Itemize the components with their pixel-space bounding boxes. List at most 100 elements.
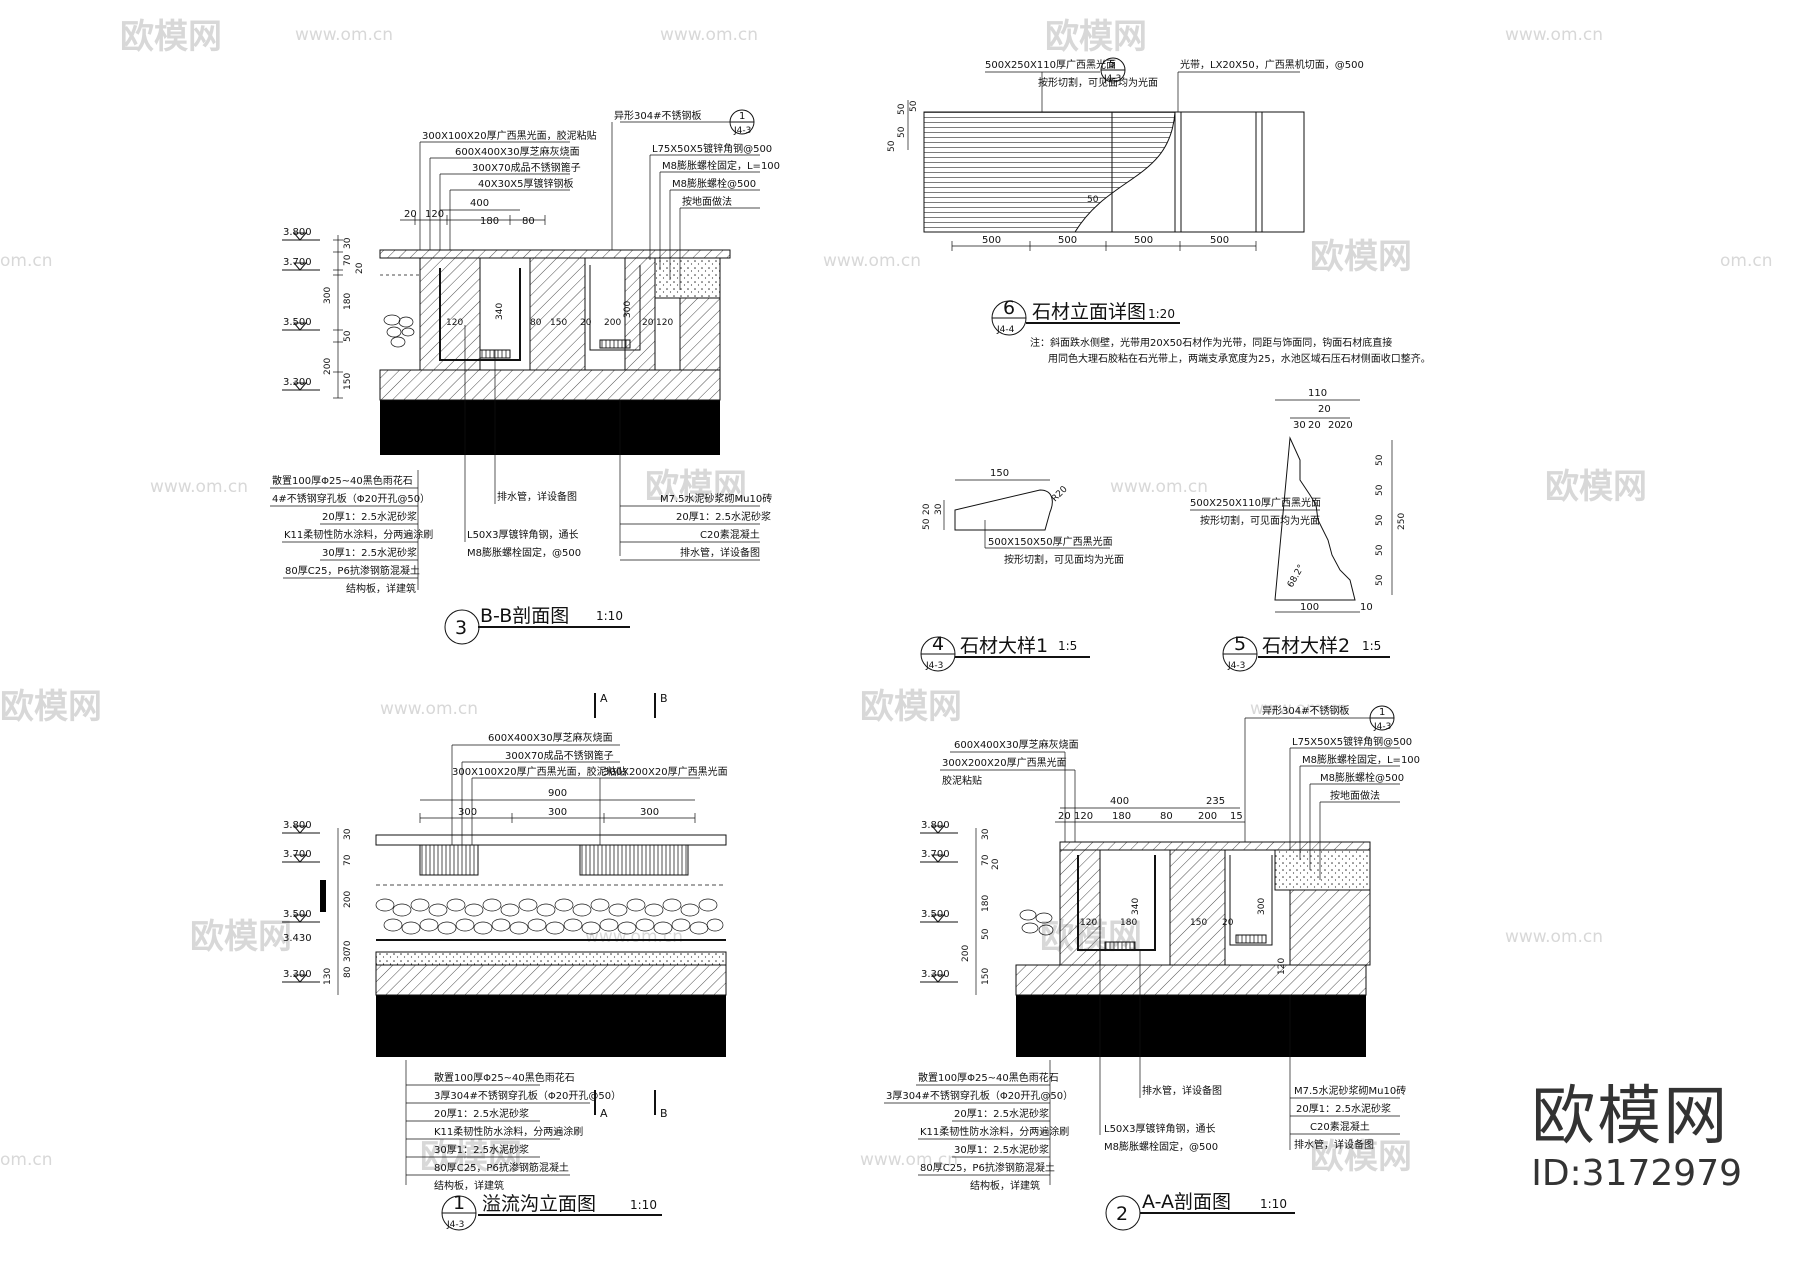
svg-text:J4-3: J4-3 [1227,661,1245,671]
svg-text:600X400X30厚芝麻灰烧面: 600X400X30厚芝麻灰烧面 [455,145,580,158]
svg-text:用同色大理石胶粘在石光带上，两端支承宽度为25，水池区域石压: 用同色大理石胶粘在石光带上，两端支承宽度为25，水池区域石压石材侧面收口整齐。 [1048,352,1431,365]
svg-text:1:10: 1:10 [1260,1197,1287,1211]
svg-text:欧模网: 欧模网 [1310,237,1412,277]
svg-text:3: 3 [455,617,467,639]
svg-text:50: 50 [922,518,932,530]
svg-text:结构板，详建筑: 结构板，详建筑 [970,1179,1040,1192]
svg-text:300: 300 [623,301,633,318]
svg-text:120: 120 [1277,958,1287,975]
svg-text:150: 150 [550,318,567,328]
svg-text:120: 120 [446,318,463,328]
svg-text:www.om.cn: www.om.cn [1505,927,1603,947]
section-body [1015,841,1371,1057]
svg-text:20: 20 [642,318,654,328]
svg-text:120: 120 [425,209,444,220]
svg-text:50: 50 [909,100,919,112]
svg-text:20: 20 [1222,918,1234,928]
svg-text:20: 20 [404,209,417,220]
svg-text:M8膨胀螺栓固定，@500: M8膨胀螺栓固定，@500 [467,546,581,559]
watermark-logo-2: 欧模网 [1045,17,1147,57]
svg-text:100: 100 [1300,602,1319,613]
svg-text:石材大样1: 石材大样1 [960,635,1048,657]
leader-labels-right: 异形304#不锈钢板 L75X50X5镀锌角钢@500 M8膨胀螺栓固定，L=1… [1244,704,1420,880]
svg-text:散置100厚Φ25~40黑色雨花石: 散置100厚Φ25~40黑色雨花石 [434,1071,575,1084]
svg-text:80厚C25，P6抗渗钢筋混凝土: 80厚C25，P6抗渗钢筋混凝土 [920,1161,1055,1174]
svg-text:20: 20 [1318,404,1331,415]
section-cut-marks: A B A B [594,692,668,1120]
svg-text:散置100厚Φ25~40黑色雨花石: 散置100厚Φ25~40黑色雨花石 [918,1071,1059,1084]
svg-text:C20素混凝土: C20素混凝土 [700,528,760,541]
svg-text:300: 300 [458,807,477,818]
elevation-markers: 3.800 3.700 3.500 3.300 [920,820,958,983]
stone-elevation-detail: 500 500 500 500 50 50 50 50 50 500X250X1… [887,57,1431,365]
svg-text:600X400X30厚芝麻灰烧面: 600X400X30厚芝麻灰烧面 [488,731,613,744]
svg-text:20厚1：2.5水泥砂浆: 20厚1：2.5水泥砂浆 [322,510,417,523]
svg-text:40X30X5厚镀锌钢板: 40X30X5厚镀锌钢板 [478,177,574,190]
svg-text:A: A [600,1107,608,1120]
svg-text:120: 120 [1074,811,1093,822]
detail-title-stone1: 4 J4-3 石材大样1 1:5 [920,633,1090,672]
detail-callout-bubble: 1 J4-3 [620,109,755,136]
leader-labels-bottom: 散置100厚Φ25~40黑色雨花石 3厚304#不锈钢穿孔板（Φ20开孔@50）… [405,1060,621,1192]
svg-text:200: 200 [604,318,621,328]
svg-text:异形304#不锈钢板: 异形304#不锈钢板 [1262,704,1349,717]
svg-text:20: 20 [580,318,592,328]
svg-text:A-A剖面图: A-A剖面图 [1142,1191,1231,1213]
svg-text:石材大样2: 石材大样2 [1262,635,1350,657]
svg-text:300X200X20厚广西黑光面: 300X200X20厚广西黑光面 [942,756,1067,769]
svg-text:180: 180 [981,895,991,912]
elevation-markers: 3.800 3.700 3.500 3.300 [282,227,320,391]
svg-text:按地面做法: 按地面做法 [1330,789,1380,802]
svg-text:300X100X20厚广西黑光面，胶泥粘贴: 300X100X20厚广西黑光面，胶泥粘贴 [452,765,627,778]
svg-text:排水管，详设备图: 排水管，详设备图 [1294,1138,1374,1151]
detail-callout-bubble: 1 J4-3 [1245,705,1395,732]
svg-text:6: 6 [1003,297,1015,319]
svg-text:150: 150 [343,373,353,390]
svg-text:1:10: 1:10 [630,1198,657,1212]
svg-text:200: 200 [343,891,353,908]
svg-text:15: 15 [1230,811,1243,822]
svg-text:20厚1：2.5水泥砂浆: 20厚1：2.5水泥砂浆 [954,1107,1049,1120]
svg-text:3.700: 3.700 [283,849,312,860]
leader-labels-top: 600X400X30厚芝麻灰烧面 300X200X20厚广西黑光面 胶泥粘贴 [940,738,1079,842]
top-dimensions: 900 300 300 300 [419,788,696,823]
svg-text:500: 500 [1210,235,1229,246]
svg-text:30: 30 [343,950,353,962]
svg-text:www.om.cn: www.om.cn [380,699,478,719]
svg-text:M7.5水泥砂浆砌Mu10砖: M7.5水泥砂浆砌Mu10砖 [1294,1084,1406,1097]
detail-title-overflow: 1 J4-3 溢流沟立面图 1:10 [441,1192,662,1231]
svg-text:500X250X110厚广西黑光面: 500X250X110厚广西黑光面 [1190,496,1321,509]
top-dimensions: 20 120 400 180 80 [400,198,546,227]
vertical-dimensions: 30 70 20 300 180 50 200 150 [323,235,365,399]
svg-text:www.om.cn: www.om.cn [295,25,393,45]
brand-id-block: 欧模网 ID:3172979 [1531,1082,1742,1196]
svg-text:50: 50 [1375,454,1385,466]
svg-text:50: 50 [343,330,353,342]
svg-text:K11柔韧性防水涂料，分两遍涂刷: K11柔韧性防水涂料，分两遍涂刷 [434,1125,583,1138]
svg-text:50: 50 [1375,544,1385,556]
leader-labels-bottom: 散置100厚Φ25~40黑色雨花石 3厚304#不锈钢穿孔板（Φ20开孔@50）… [884,930,1406,1192]
svg-text:150: 150 [990,468,1009,479]
svg-text:80: 80 [522,216,535,227]
svg-text:3.500: 3.500 [921,909,950,920]
svg-text:80: 80 [530,318,542,328]
svg-text:20厚1：2.5水泥砂浆: 20厚1：2.5水泥砂浆 [676,510,771,523]
svg-text:200: 200 [1198,811,1217,822]
svg-text:20: 20 [355,262,365,274]
svg-text:排水管，详设备图: 排水管，详设备图 [1142,1084,1222,1097]
svg-text:3.300: 3.300 [283,969,312,980]
svg-text:J4-3: J4-3 [446,1220,464,1230]
svg-text:68.2°: 68.2° [1286,563,1307,589]
svg-text:80: 80 [343,966,353,978]
inner-dimensions: 340 120 180 150 20 300 120 [1080,898,1287,975]
svg-text:30: 30 [1293,420,1306,431]
svg-text:30厚1：2.5水泥砂浆: 30厚1：2.5水泥砂浆 [954,1143,1049,1156]
svg-text:J4-3: J4-3 [733,126,751,136]
svg-text:20: 20 [1328,420,1341,431]
detail-title-stone2: 5 J4-3 石材大样2 1:5 [1222,633,1390,672]
svg-text:B: B [660,692,668,705]
